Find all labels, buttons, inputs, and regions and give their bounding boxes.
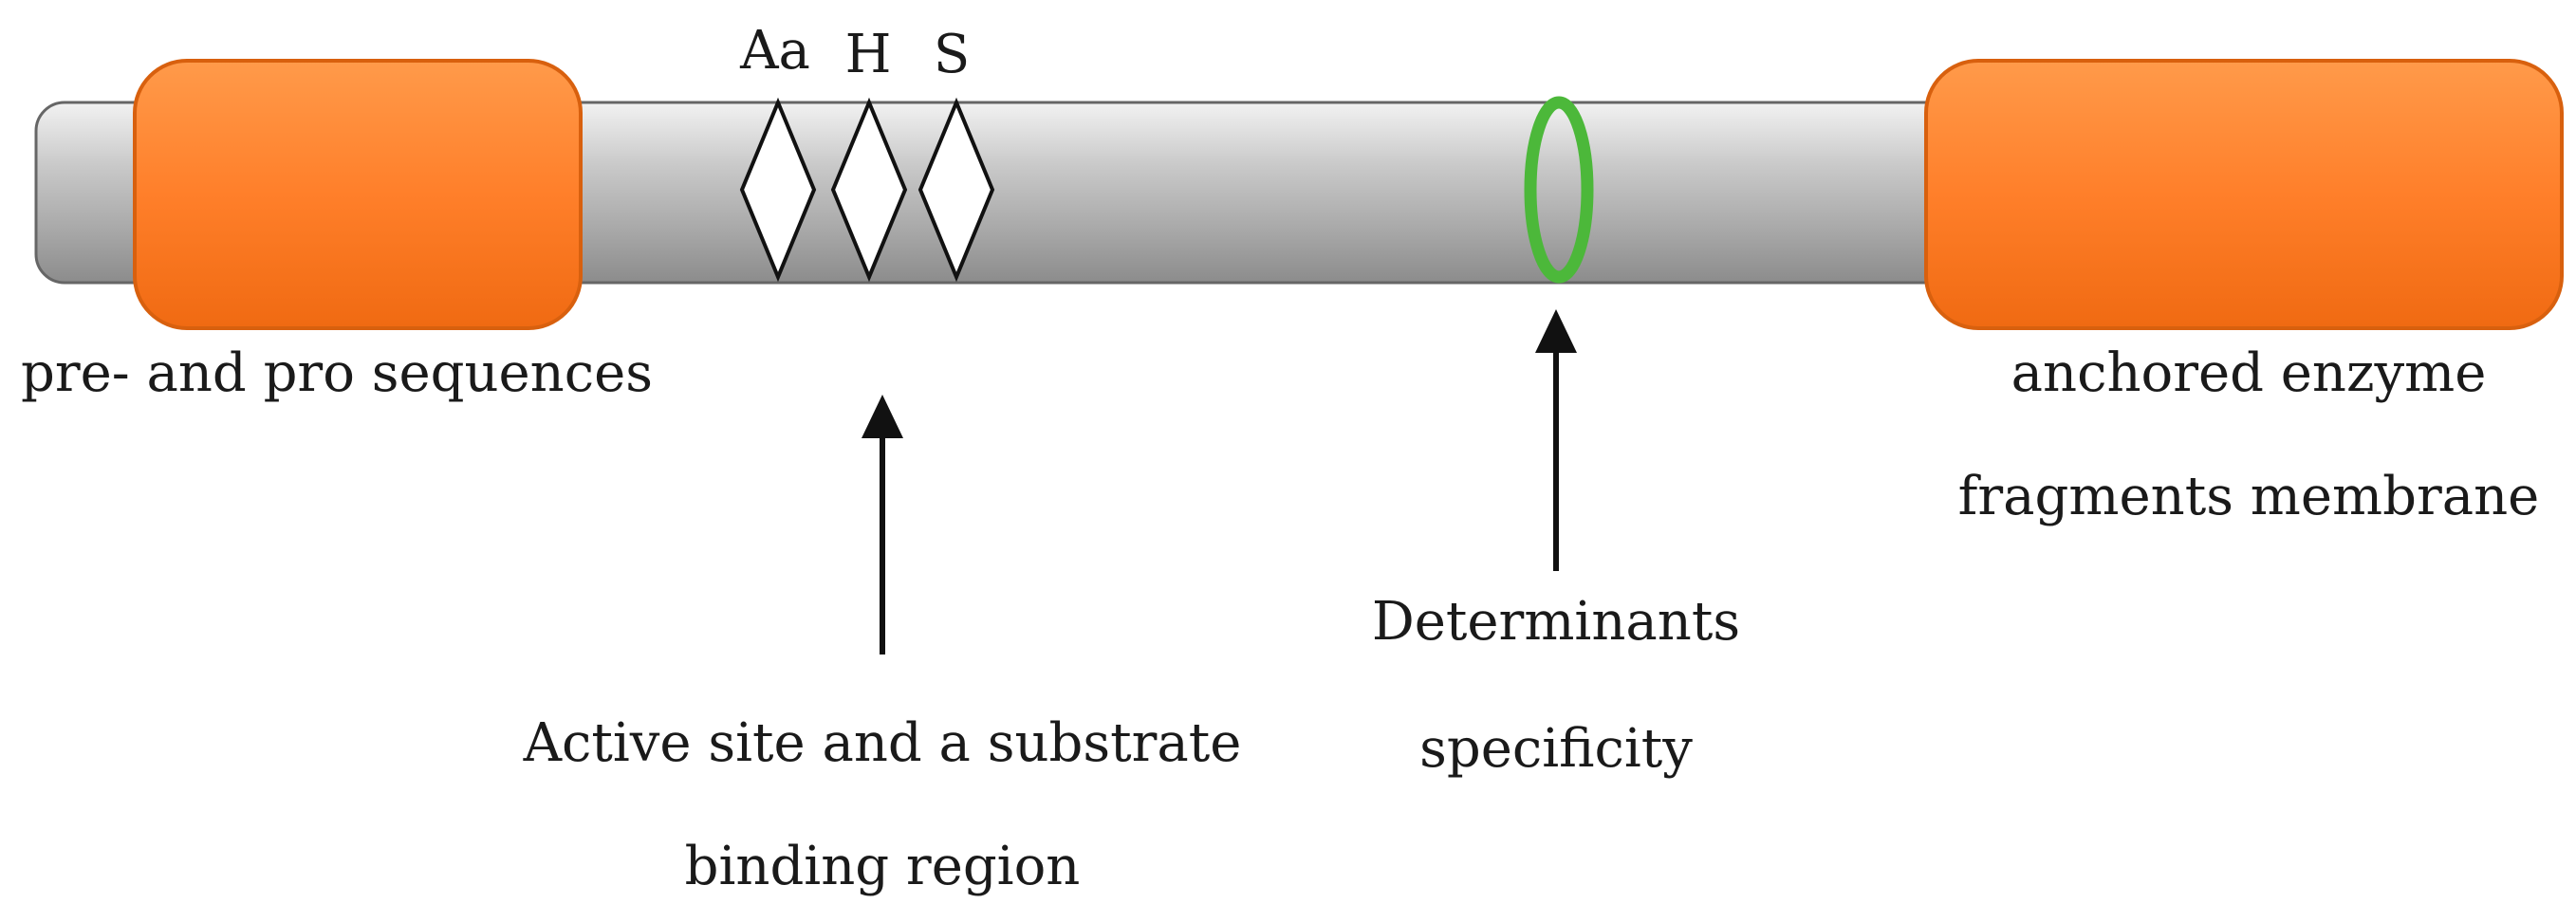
determinants-label-line2: specificity [1419, 718, 1693, 780]
pre-pro-label: pre- and pro sequences [21, 342, 653, 404]
anchored-label-line1: anchored enzyme [2011, 342, 2487, 404]
site-letter-aa: Aa [740, 20, 810, 82]
anchored-label-line2: fragments membrane [1957, 466, 2540, 527]
active-site-diamond-h [830, 97, 908, 283]
site-letter-s: S [933, 24, 971, 85]
active-site-arrowhead [862, 395, 903, 438]
anchored-domain [1924, 59, 2564, 330]
specificity-ring [1524, 96, 1594, 284]
site-letter-h: H [844, 24, 892, 85]
determinants-arrowhead [1535, 309, 1577, 353]
active-site-diamond-s [917, 97, 995, 283]
determinants-label-line1: Determinants [1371, 591, 1741, 653]
active-site-label-line1: Active site and a substrate [523, 712, 1242, 774]
pre-pro-domain [133, 59, 583, 330]
active-site-diamond-aa [739, 97, 817, 283]
active-site-label-line2: binding region [684, 836, 1081, 897]
